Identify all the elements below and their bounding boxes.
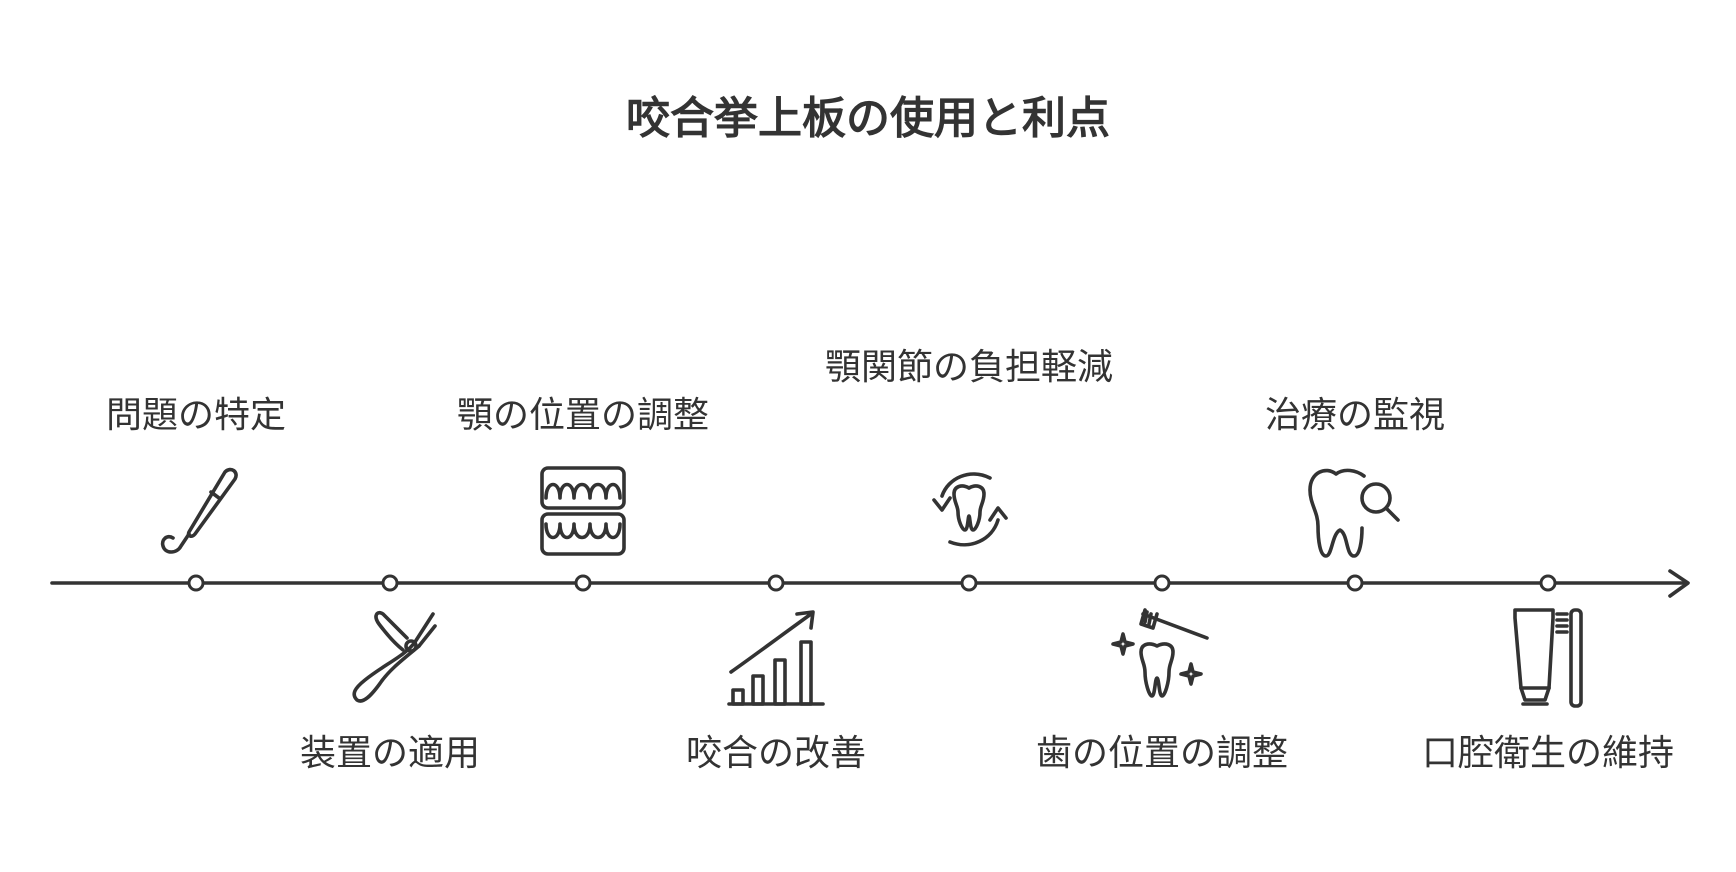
step-label-monitoring: 治療の監視 [1264,395,1445,436]
timeline-node-8 [1539,574,1557,592]
step-label-bite-improve: 咬合の改善 [685,733,866,774]
toothpaste-toothbrush-icon [1493,604,1603,714]
timeline-node-4 [767,574,785,592]
tooth-brush-sparkle-icon [1107,604,1217,714]
tooth-cycle-icon [914,456,1024,566]
timeline-node-7 [1346,574,1364,592]
step-label-tooth-position: 歯の位置の調整 [1035,733,1288,774]
timeline-node-5 [960,574,978,592]
timeline-axis [50,580,1688,586]
step-label-jaw-position: 顎の位置の調整 [456,395,709,436]
diagram-title: 咬合挙上板の使用と利点 [626,93,1110,144]
step-label-oral-hygiene: 口腔衛生の維持 [1421,733,1674,774]
growth-chart-icon [721,604,831,714]
step-label-apply-device: 装置の適用 [299,733,480,774]
timeline-node-2 [381,574,399,592]
dental-probe-icon [141,456,251,566]
timeline-arrowhead [1668,569,1690,598]
timeline-node-1 [187,574,205,592]
dental-pliers-icon [335,604,445,714]
tooth-magnifier-icon [1300,456,1410,566]
step-label-identify-problem: 問題の特定 [105,395,286,436]
timeline-node-3 [574,574,592,592]
teeth-alignment-icon [528,456,638,566]
timeline-node-6 [1153,574,1171,592]
step-label-tmj-relief: 顎関節の負担軽減 [824,347,1113,388]
